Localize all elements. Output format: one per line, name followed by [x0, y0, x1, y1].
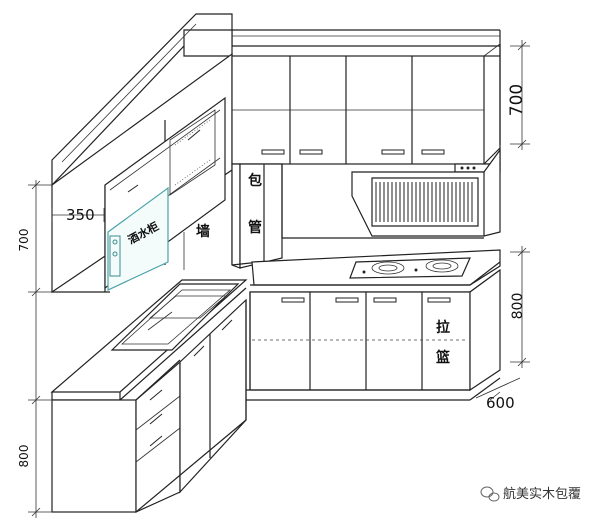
wechat-icon	[480, 486, 500, 502]
dimension-lines	[28, 40, 530, 518]
left-base-cabinets	[51, 298, 247, 513]
sink	[110, 283, 240, 351]
wall-and-pipe: 墙 包 管	[183, 163, 484, 270]
range-hood	[351, 148, 501, 237]
back-base-cabinets: 拉 篮	[246, 268, 501, 401]
pipe-label-top: 包	[248, 172, 262, 189]
dim-upper-depth: 350	[66, 206, 95, 224]
dim-upper-right: 700	[507, 84, 527, 116]
back-upper-cabinets	[231, 43, 501, 165]
cooktop	[349, 257, 471, 279]
pipe-label-bottom: 管	[248, 219, 262, 236]
pull-basket-label-bottom: 篮	[435, 349, 450, 366]
glass-cabinet: 酒水柜	[107, 186, 169, 291]
dim-counter-depth: 600	[486, 394, 515, 412]
dim-counter-right: 800	[510, 293, 526, 320]
dim-upper-left: 700	[17, 229, 31, 252]
dim-counter-left: 800	[17, 445, 31, 468]
watermark: 航美实木包覆	[480, 486, 581, 502]
pull-basket-label-top: 拉	[436, 319, 450, 336]
wall-label: 墙	[196, 223, 210, 240]
watermark-text: 航美实木包覆	[503, 486, 581, 502]
